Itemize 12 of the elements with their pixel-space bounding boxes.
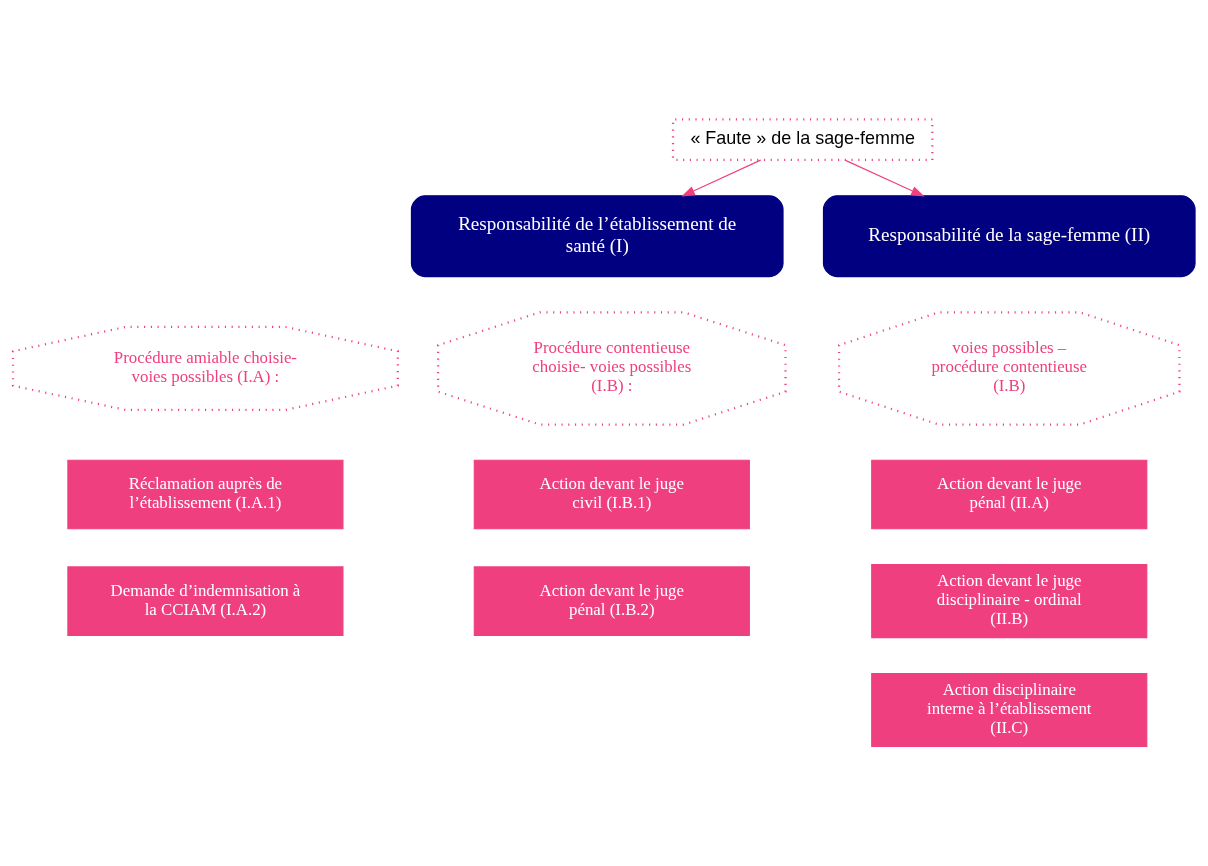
node-box: « Faute » de la sage-femme [671, 118, 934, 162]
node-box: Action disciplinaire interne à l’établissement (II.C) [871, 672, 1148, 748]
node-box: Action devant le juge disciplinaire - ordinal (II.B) [871, 564, 1148, 639]
arrow [844, 159, 925, 197]
node-box: Action devant le juge civil (I.B.1) [473, 459, 750, 530]
node-box: Réclamation auprès de l’établissement (I.A.1) [67, 459, 344, 530]
node-box: Responsabilité de l’établissement de santé (I) [410, 195, 784, 278]
node-box: Demande d’indemnisation à la CCIAM (I.A.2) [67, 566, 344, 636]
node-box: Action devant le juge pénal (II.A) [871, 459, 1148, 530]
arrow [681, 159, 762, 197]
node-box: Action devant le juge pénal (I.B.2) [473, 566, 750, 636]
node-box: Responsabilité de la sage-femme (II) [822, 195, 1196, 278]
